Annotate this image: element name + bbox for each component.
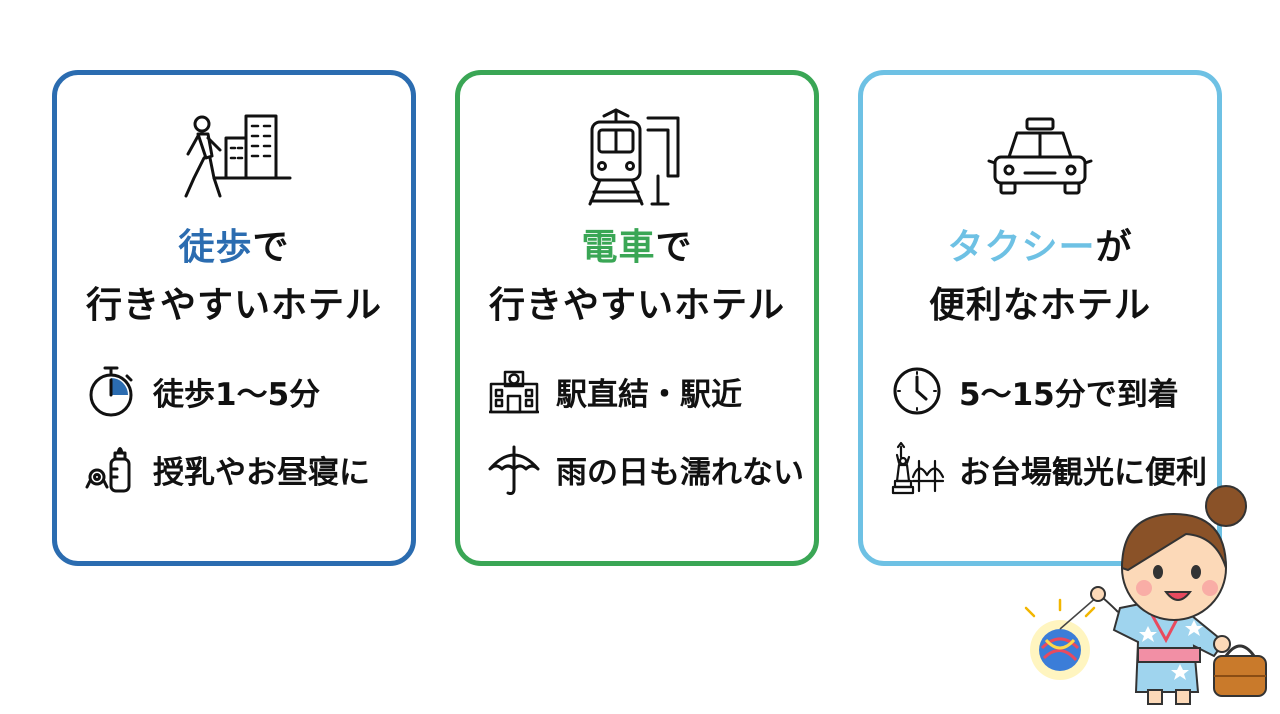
title-accent: タクシー <box>947 227 1096 268</box>
train-icon <box>460 101 814 211</box>
card-train: 電車で 行きやすいホテル 駅直結・駅近 雨の日も濡れない <box>455 70 819 566</box>
taxi-icon <box>863 101 1217 211</box>
feature-text: 徒歩1〜5分 <box>153 376 321 413</box>
card-title: 電車で 行きやすいホテル <box>460 219 814 335</box>
feature-row: 雨の日も濡れない <box>486 439 804 499</box>
card-taxi: タクシーが 便利なホテル 5〜15分で到着 <box>858 70 1222 566</box>
title-line2: 便利なホテル <box>928 285 1151 326</box>
feature-text: 駅直結・駅近 <box>556 376 742 413</box>
station-building-icon <box>486 363 542 419</box>
feature-row: 授乳やお昼寝に <box>83 439 401 499</box>
feature-row: 駅直結・駅近 <box>486 361 804 421</box>
title-rest: で <box>655 227 693 268</box>
feature-row: お台場観光に便利 <box>889 439 1207 499</box>
umbrella-icon <box>486 441 542 497</box>
title-line2: 行きやすいホテル <box>488 285 785 326</box>
feature-text: 雨の日も濡れない <box>556 454 804 491</box>
feature-text: 授乳やお昼寝に <box>153 454 370 491</box>
title-line2: 行きやすいホテル <box>85 285 382 326</box>
title-accent: 徒歩 <box>178 227 253 268</box>
card-title: 徒歩で 行きやすいホテル <box>57 219 411 335</box>
title-rest: で <box>252 227 290 268</box>
walking-person-city-icon <box>57 101 411 211</box>
feature-row: 5〜15分で到着 <box>889 361 1207 421</box>
clock-icon <box>889 363 945 419</box>
title-accent: 電車 <box>581 227 656 268</box>
title-rest: が <box>1095 227 1133 268</box>
feature-text: お台場観光に便利 <box>959 454 1207 491</box>
feature-row: 徒歩1〜5分 <box>83 361 401 421</box>
yukata-girl-illustration <box>1010 480 1272 710</box>
card-walk: 徒歩で 行きやすいホテル 徒歩1〜5分 <box>52 70 416 566</box>
stopwatch-icon <box>83 363 139 419</box>
feature-text: 5〜15分で到着 <box>959 376 1179 413</box>
statue-of-liberty-bridge-icon <box>889 441 945 497</box>
baby-bottle-pacifier-icon <box>83 441 139 497</box>
card-title: タクシーが 便利なホテル <box>863 219 1217 335</box>
